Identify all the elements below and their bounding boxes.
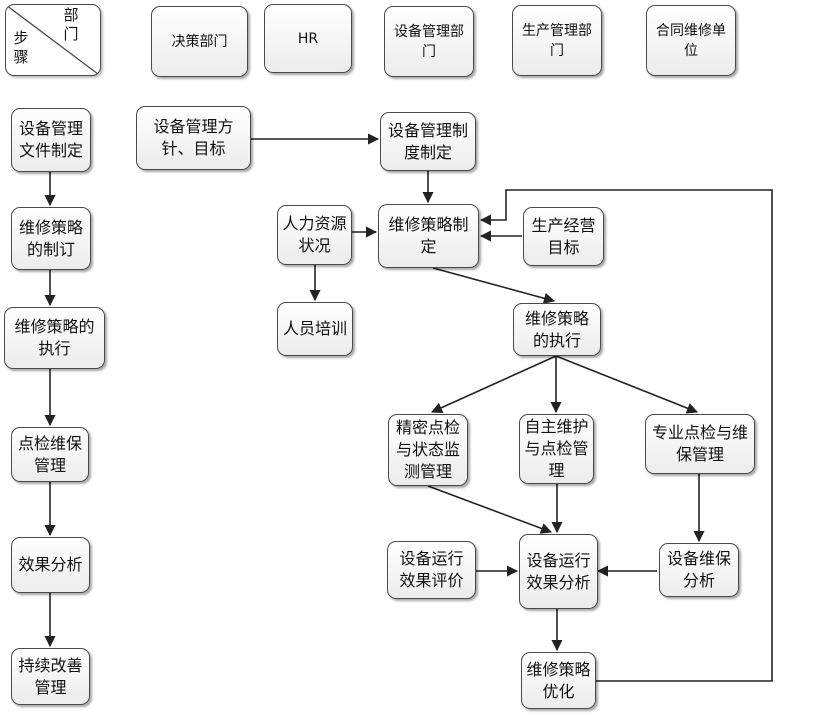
node-professional-inspection-label: 专业点检与维保管理	[651, 423, 748, 464]
dept-hr: HR	[264, 4, 352, 73]
node-strategy-execution-label: 维修策略的执行	[524, 308, 589, 350]
step-2-label: 维修策略的制订	[18, 217, 83, 259]
arrow-optimize-loop	[479, 189, 773, 682]
step-3: 维修策略的执行	[4, 307, 105, 369]
step-6-label: 持续改善管理	[18, 655, 83, 697]
dept-contract-repair: 合同维修单位	[646, 5, 736, 76]
header-corner-cell: 部门 步骤	[5, 4, 101, 76]
node-maintenance-analysis-label: 设备维保分析	[666, 549, 731, 590]
dept-decision-label: 决策部门	[171, 33, 228, 50]
step-3-label: 维修策略的执行	[14, 317, 95, 358]
node-strategy-setup: 维修策略制定	[378, 204, 479, 268]
node-operation-evaluation-label: 设备运行效果评价	[399, 549, 464, 590]
node-maintenance-analysis: 设备维保分析	[659, 543, 739, 597]
step-5-label: 效果分析	[18, 555, 83, 574]
step-2: 维修策略的制订	[11, 207, 91, 270]
node-policy-goals: 设备管理方针、目标	[136, 106, 251, 170]
node-autonomous-maintenance-label: 自主维护与点检管理	[524, 417, 589, 480]
arrow-execute-precision	[430, 355, 557, 413]
arrow-precision-analysis	[427, 485, 553, 534]
dept-production-label: 生产管理部门	[522, 22, 592, 59]
arrow-strategy-execute	[432, 267, 556, 304]
step-4: 点检维保管理	[11, 427, 89, 482]
node-professional-inspection: 专业点检与维保管理	[645, 414, 755, 474]
node-operation-analysis-label: 设备运行效果分析	[526, 550, 591, 592]
step-5: 效果分析	[11, 537, 90, 593]
node-precision-inspection: 精密点检与状态监测管理	[388, 414, 468, 486]
step-4-label: 点检维保管理	[17, 433, 82, 475]
dept-production: 生产管理部门	[512, 5, 602, 76]
node-system-setup-label: 设备管理制度制定	[387, 120, 468, 162]
node-hr-status: 人力资源状况	[277, 205, 352, 265]
dept-hr-label: HR	[297, 30, 319, 47]
node-strategy-optimization: 维修策略优化	[521, 652, 596, 709]
node-autonomous-maintenance: 自主维护与点检管理	[519, 414, 594, 484]
node-production-goals: 生产经营目标	[523, 207, 604, 266]
node-training-label: 人员培训	[282, 319, 347, 338]
dept-contract-repair-label: 合同维修单位	[656, 22, 726, 59]
node-production-goals-label: 生产经营目标	[531, 215, 596, 257]
node-precision-inspection-label: 精密点检与状态监测管理	[395, 418, 460, 481]
step-6: 持续改善管理	[11, 648, 90, 705]
node-strategy-optimization-label: 维修策略优化	[526, 659, 591, 701]
node-hr-status-label: 人力资源状况	[282, 214, 347, 255]
arrow-execute-professional	[555, 355, 699, 414]
dept-equipment-label: 设备管理部门	[394, 23, 464, 60]
node-system-setup: 设备管理制度制定	[380, 112, 476, 171]
node-operation-analysis: 设备运行效果分析	[519, 534, 598, 609]
dept-equipment: 设备管理部门	[384, 6, 474, 77]
step-1: 设备管理文件制定	[11, 108, 91, 172]
column-header-label: 部门	[63, 6, 79, 43]
node-strategy-setup-label: 维修策略制定	[388, 215, 469, 256]
step-1-label: 设备管理文件制定	[18, 119, 83, 160]
node-operation-evaluation: 设备运行效果评价	[387, 541, 476, 599]
node-strategy-execution: 维修策略的执行	[513, 303, 601, 356]
node-training: 人员培训	[277, 302, 353, 356]
dept-decision: 决策部门	[151, 6, 248, 77]
node-policy-goals-label: 设备管理方针、目标	[153, 117, 234, 158]
row-header-label: 步骤	[13, 29, 29, 66]
